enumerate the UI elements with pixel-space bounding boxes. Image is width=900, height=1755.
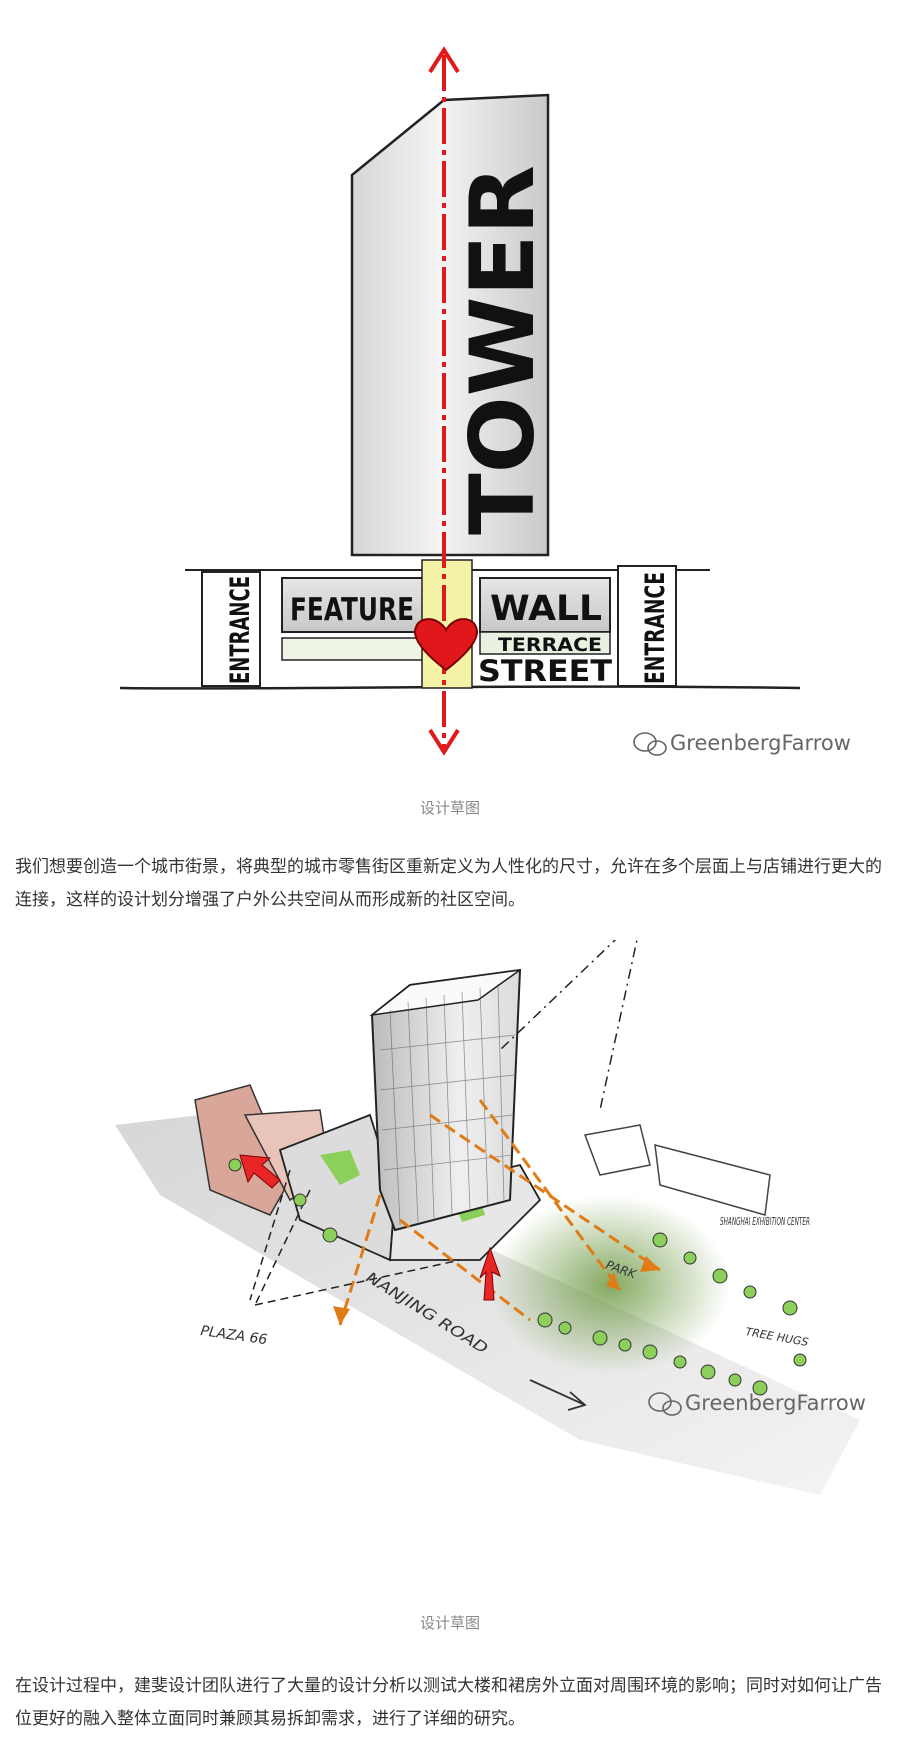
paragraph-2: 在设计过程中，建斐设计团队进行了大量的设计分析以测试大楼和裙房外立面对周围环境的…: [15, 1670, 885, 1736]
paragraph-1: 我们想要创造一个城市街景，将典型的城市零售街区重新定义为人性化的尺寸，允许在多个…: [15, 851, 885, 917]
exhibition-block-1: [585, 1125, 650, 1175]
feature-band: [282, 638, 424, 660]
sun-ray-line-1: [500, 940, 636, 1050]
terrace-label: TERRACE: [498, 634, 602, 656]
tree-hugs-label: TREE HUGS: [744, 1325, 809, 1349]
watermark: GreenbergFarrow: [634, 731, 851, 755]
street-label: STREET: [478, 654, 612, 688]
tower-concept-sketch: TOWER ENTRANCE FEATURE WALL TERRACE STRE…: [0, 0, 900, 790]
entrance-right-label: ENTRANCE: [640, 572, 671, 684]
figure2-caption: 设计草图: [0, 1612, 900, 1633]
site-sketch-drawing: PLAZA 66 NANJING ROAD PARK SHANGHAI EXHI…: [0, 940, 900, 1620]
figure1-caption: 设计草图: [0, 797, 900, 818]
watermark-text: GreenbergFarrow: [685, 1391, 866, 1415]
wall-label: WALL: [490, 589, 602, 629]
feature-label: FEATURE: [290, 592, 414, 628]
watermark-text: GreenbergFarrow: [670, 731, 851, 755]
wechat-icon: [634, 733, 666, 755]
tower-label: TOWER: [451, 165, 554, 535]
exhibition-block-2: [655, 1145, 770, 1215]
exhibition-label: SHANGHAI EXHIBITION CENTER: [720, 1215, 810, 1228]
sun-ray-line-2: [600, 940, 640, 1110]
exhibition-label-text: SHANGHAI EXHIBITION CENTER: [720, 1215, 810, 1228]
entrance-left-label: ENTRANCE: [225, 576, 256, 684]
site-analysis-sketch: PLAZA 66 NANJING ROAD PARK SHANGHAI EXHI…: [0, 940, 900, 1620]
tower-sketch-drawing: TOWER ENTRANCE FEATURE WALL TERRACE STRE…: [0, 0, 900, 790]
plaza-label: PLAZA 66: [199, 1323, 268, 1348]
